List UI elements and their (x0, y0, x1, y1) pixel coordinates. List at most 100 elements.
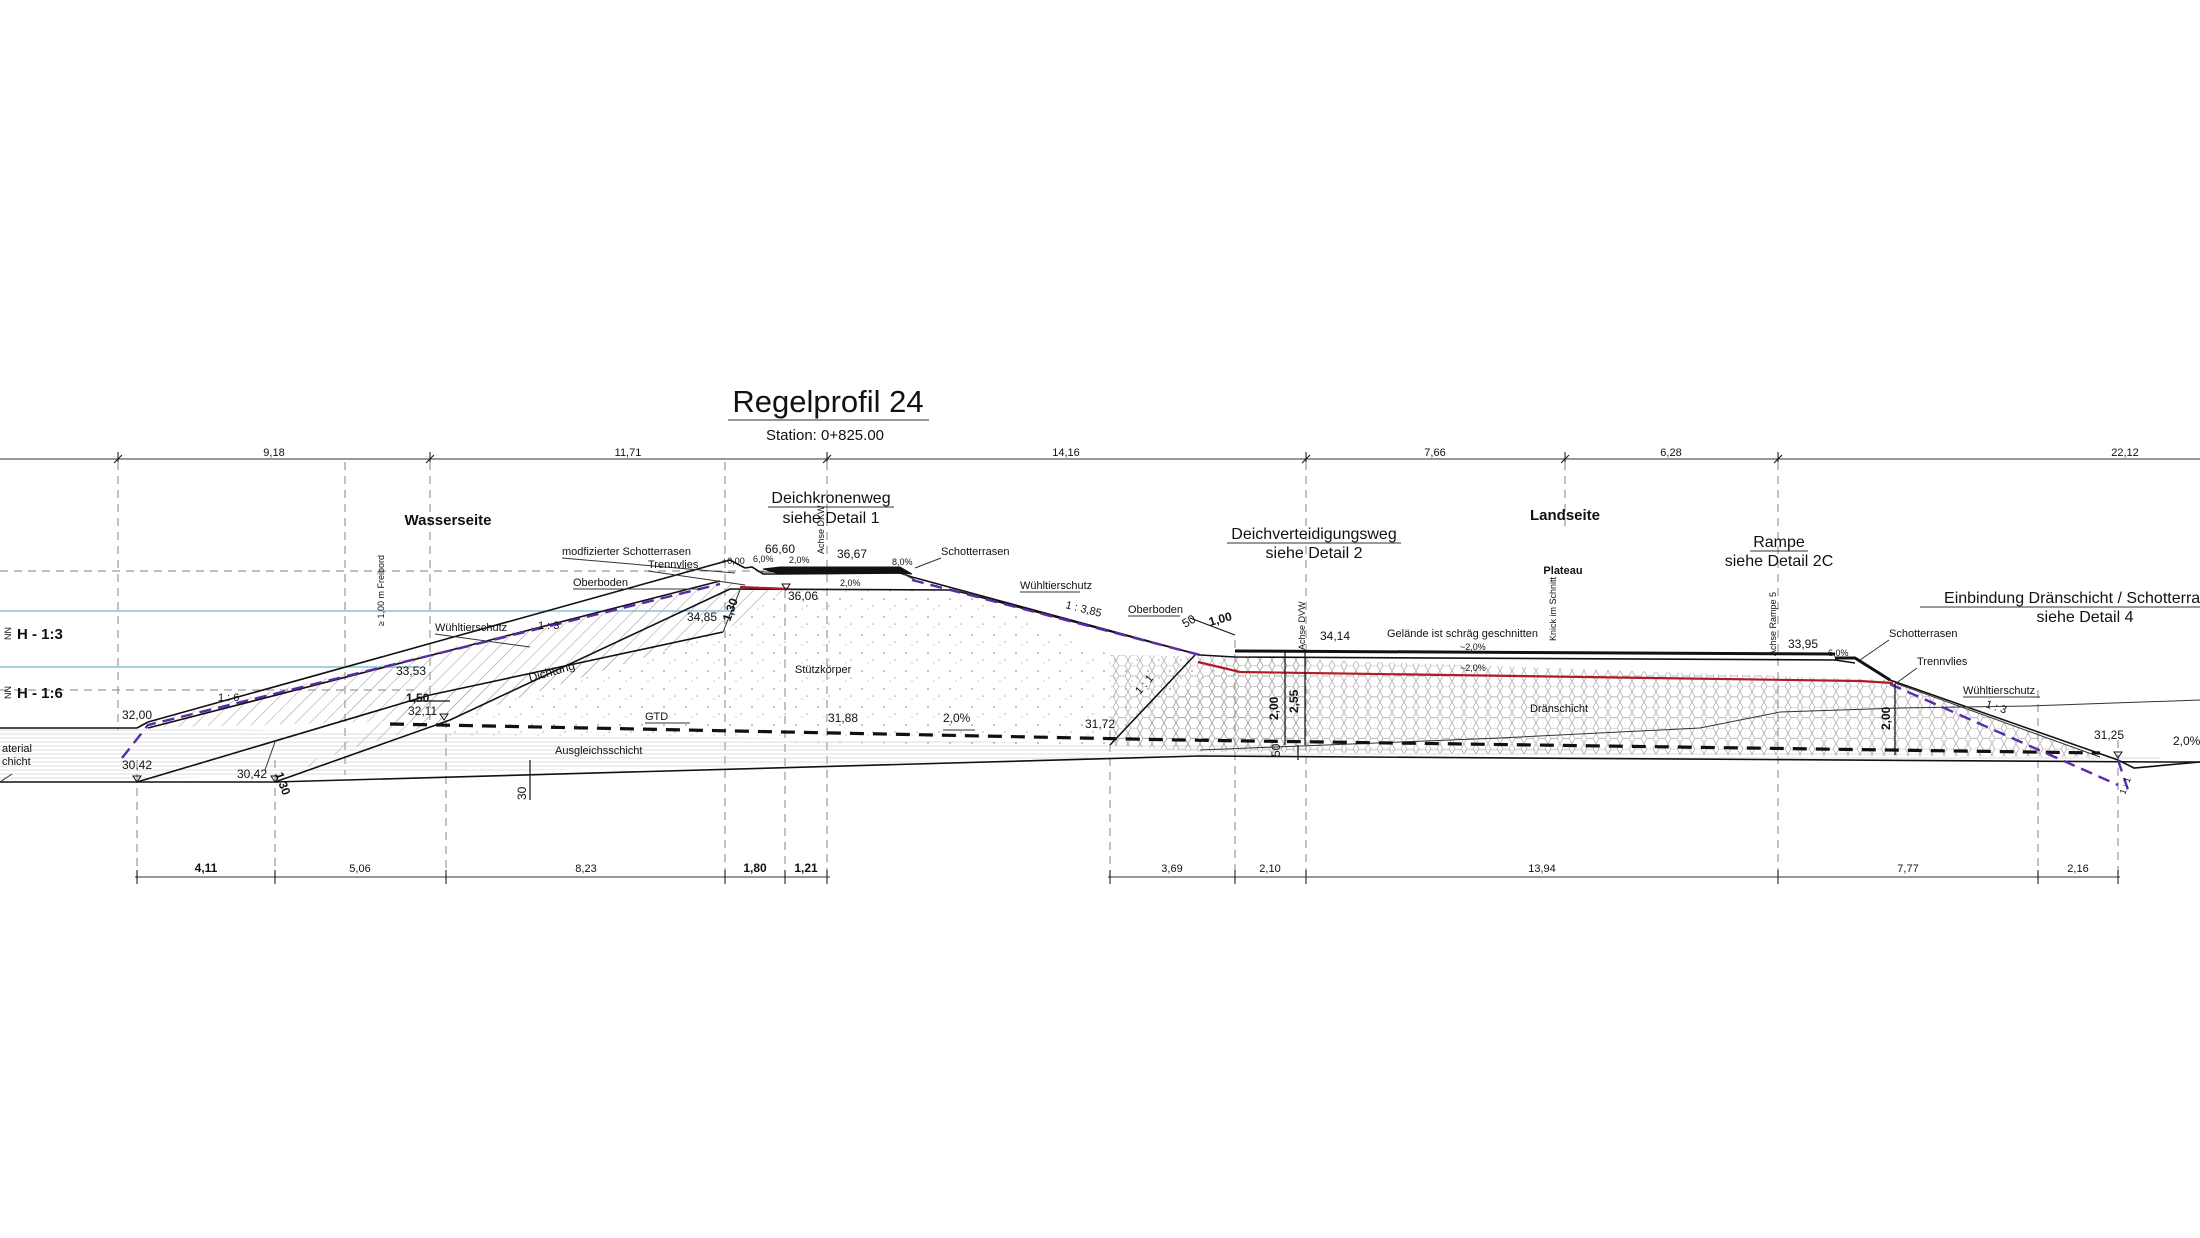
label-freibord: ≥ 1,00 m Freibord (376, 555, 386, 626)
elev-3414: 34,14 (1320, 629, 1350, 643)
elev-3485: 34,85 (687, 610, 717, 624)
label-knick: Knick im Schnitt (1548, 576, 1558, 641)
dim-top-5: 6,28 (1660, 447, 1681, 459)
callout-detail1: siehe Detail 1 (783, 510, 880, 527)
thick-50-b: 50 (1269, 743, 1283, 757)
grade-1: 6,0% (753, 554, 774, 564)
slope-1385: 1 : 3,85 (1064, 599, 1103, 620)
callout-rampe: Rampe (1753, 534, 1805, 551)
label-achse-dkw: Achse DKW (816, 505, 826, 554)
thick-255: 2,55 (1287, 689, 1301, 713)
label-oberboden-2: Oberboden (1128, 604, 1183, 616)
drawing-title: Regelprofil 24 (732, 384, 923, 419)
elev-3667: 36,67 (837, 547, 867, 561)
label-h16: H - 1:6 (17, 685, 63, 702)
thick-50-a: 50 (1180, 612, 1199, 631)
label-schotter-2: Schotterrasen (1889, 628, 1957, 640)
label-wuehl-2: Wühltierschutz (1020, 580, 1092, 592)
elev-3606: 36,06 (788, 589, 818, 603)
callout-detail2c: siehe Detail 2C (1725, 553, 1834, 570)
callout-deichkronenweg: Deichkronenweg (771, 490, 890, 507)
dim-bottom-2: 5,06 (349, 863, 370, 875)
elev-3395: 33,95 (1788, 637, 1818, 651)
dim-top-2: 11,71 (615, 447, 642, 459)
grade-3: 8,0% (892, 557, 913, 567)
label-material: aterial (2, 743, 32, 755)
dim-bottom-1: 4,11 (195, 861, 218, 875)
zone-plateau: Plateau (1543, 565, 1582, 577)
dim-top-4: 7,66 (1424, 447, 1445, 459)
label-oberboden-1: Oberboden (573, 577, 628, 589)
dim-bottom-9: 7,77 (1897, 863, 1918, 875)
label-h13: H - 1:3 (17, 626, 63, 643)
elev-3188: 31,88 (828, 711, 858, 725)
grade-7: ~2,0% (1460, 663, 1486, 673)
thick-200-a: 2,00 (1267, 696, 1281, 720)
dim-top-1: 9,18 (263, 447, 284, 459)
elev-3211: 32,11 (408, 704, 437, 718)
slope-11-land: 1 : 1 (2117, 776, 2132, 796)
label-schicht: chicht (2, 756, 31, 768)
dim-bottom-4: 1,80 (743, 861, 767, 875)
thick-30: 30 (515, 786, 529, 800)
label-trennvlies-2: Trennvlies (1917, 656, 1968, 668)
elev-3125: 31,25 (2094, 728, 2124, 742)
elev-3042-b: 30,42 (237, 767, 267, 781)
label-modschotter: modfizierter Schotterrasen (562, 546, 691, 558)
dike-outline (0, 559, 2200, 791)
label-trennvlies-1: Trennvlies (648, 559, 699, 571)
callout-detail2: siehe Detail 2 (1266, 545, 1363, 562)
dim-bottom-3: 8,23 (575, 863, 596, 875)
label-wuehl-3: Wühltierschutz (1963, 685, 2035, 697)
label-stuetzkoerper: Stützkörper (795, 664, 852, 676)
grade-2: 2,0% (789, 555, 810, 565)
label-gelaende: Gelände ist schräg geschnitten (1387, 628, 1538, 640)
reference-lines (117, 462, 2119, 880)
slope-13: 1 : 3 (538, 620, 559, 632)
label-achse-dvw: Achse DVW (1297, 601, 1307, 650)
label-wuehl-1: Wühltierschutz (435, 622, 507, 634)
grade-9: 2,0% (2173, 734, 2200, 748)
grade-6: ~2,0% (1460, 642, 1486, 652)
bottom-dimension-chain: 4,11 5,06 8,23 1,80 1,21 3,69 2,10 13,94… (135, 861, 2120, 884)
grade-plus: +0,00 (722, 556, 745, 566)
thickness-markers (410, 617, 1896, 800)
elev-6660: 66,60 (765, 542, 795, 556)
label-achse-rampe: Achse Rampe 5 (1768, 592, 1778, 656)
dim-bottom-7: 2,10 (1259, 863, 1280, 875)
dim-bottom-6: 3,69 (1161, 863, 1182, 875)
title-block: Regelprofil 24 Station: 0+825.00 (728, 384, 929, 444)
grade-4: 2,0% (840, 578, 861, 588)
dim-top-3: 14,16 (1052, 447, 1080, 459)
dim-bottom-5: 1,21 (794, 861, 818, 875)
elevation-labels: 66,60 36,67 36,06 34,85 33,53 32,00 32,1… (122, 542, 2124, 781)
zone-labels: Wasserseite Landseite Plateau Deichkrone… (405, 490, 2200, 626)
grade-labels: 6,0% 2,0% 8,0% 2,0% 2,0% ~2,0% ~2,0% 6,0… (722, 554, 2200, 748)
dim-bottom-8: 13,94 (1528, 863, 1556, 875)
thick-150: 1,50 (406, 691, 430, 705)
elev-3200: 32,00 (122, 708, 152, 722)
thick-100: 1,00 (1207, 609, 1233, 629)
label-draen: Dränschicht (1530, 703, 1588, 715)
elev-3042-a: 30,42 (122, 758, 152, 772)
grade-8: 6,0% (1828, 648, 1849, 658)
label-gtd: GTD (645, 711, 668, 723)
label-nn-1: NN (3, 627, 13, 640)
dim-bottom-10: 2,16 (2067, 863, 2088, 875)
label-ausgleich: Ausgleichsschicht (555, 745, 642, 757)
zone-landseite: Landseite (1530, 507, 1600, 524)
station-label: Station: 0+825.00 (766, 427, 884, 444)
dim-top-6: 22,12 (2111, 447, 2139, 459)
label-schotter-1: Schotterrasen (941, 546, 1009, 558)
level-markers (132, 583, 2123, 783)
callout-einbindung: Einbindung Dränschicht / Schotterrasen (1944, 590, 2200, 607)
elev-3172: 31,72 (1085, 717, 1115, 731)
callout-detail4: siehe Detail 4 (2037, 609, 2134, 626)
slope-16: 1 : 6 (218, 692, 239, 704)
elev-3353: 33,53 (396, 664, 426, 678)
thick-200-b: 2,00 (1879, 706, 1893, 730)
callout-deichverteidigungsweg: Deichverteidigungsweg (1231, 526, 1396, 543)
label-nn-2: NN (3, 686, 13, 699)
zone-wasserseite: Wasserseite (405, 512, 492, 529)
